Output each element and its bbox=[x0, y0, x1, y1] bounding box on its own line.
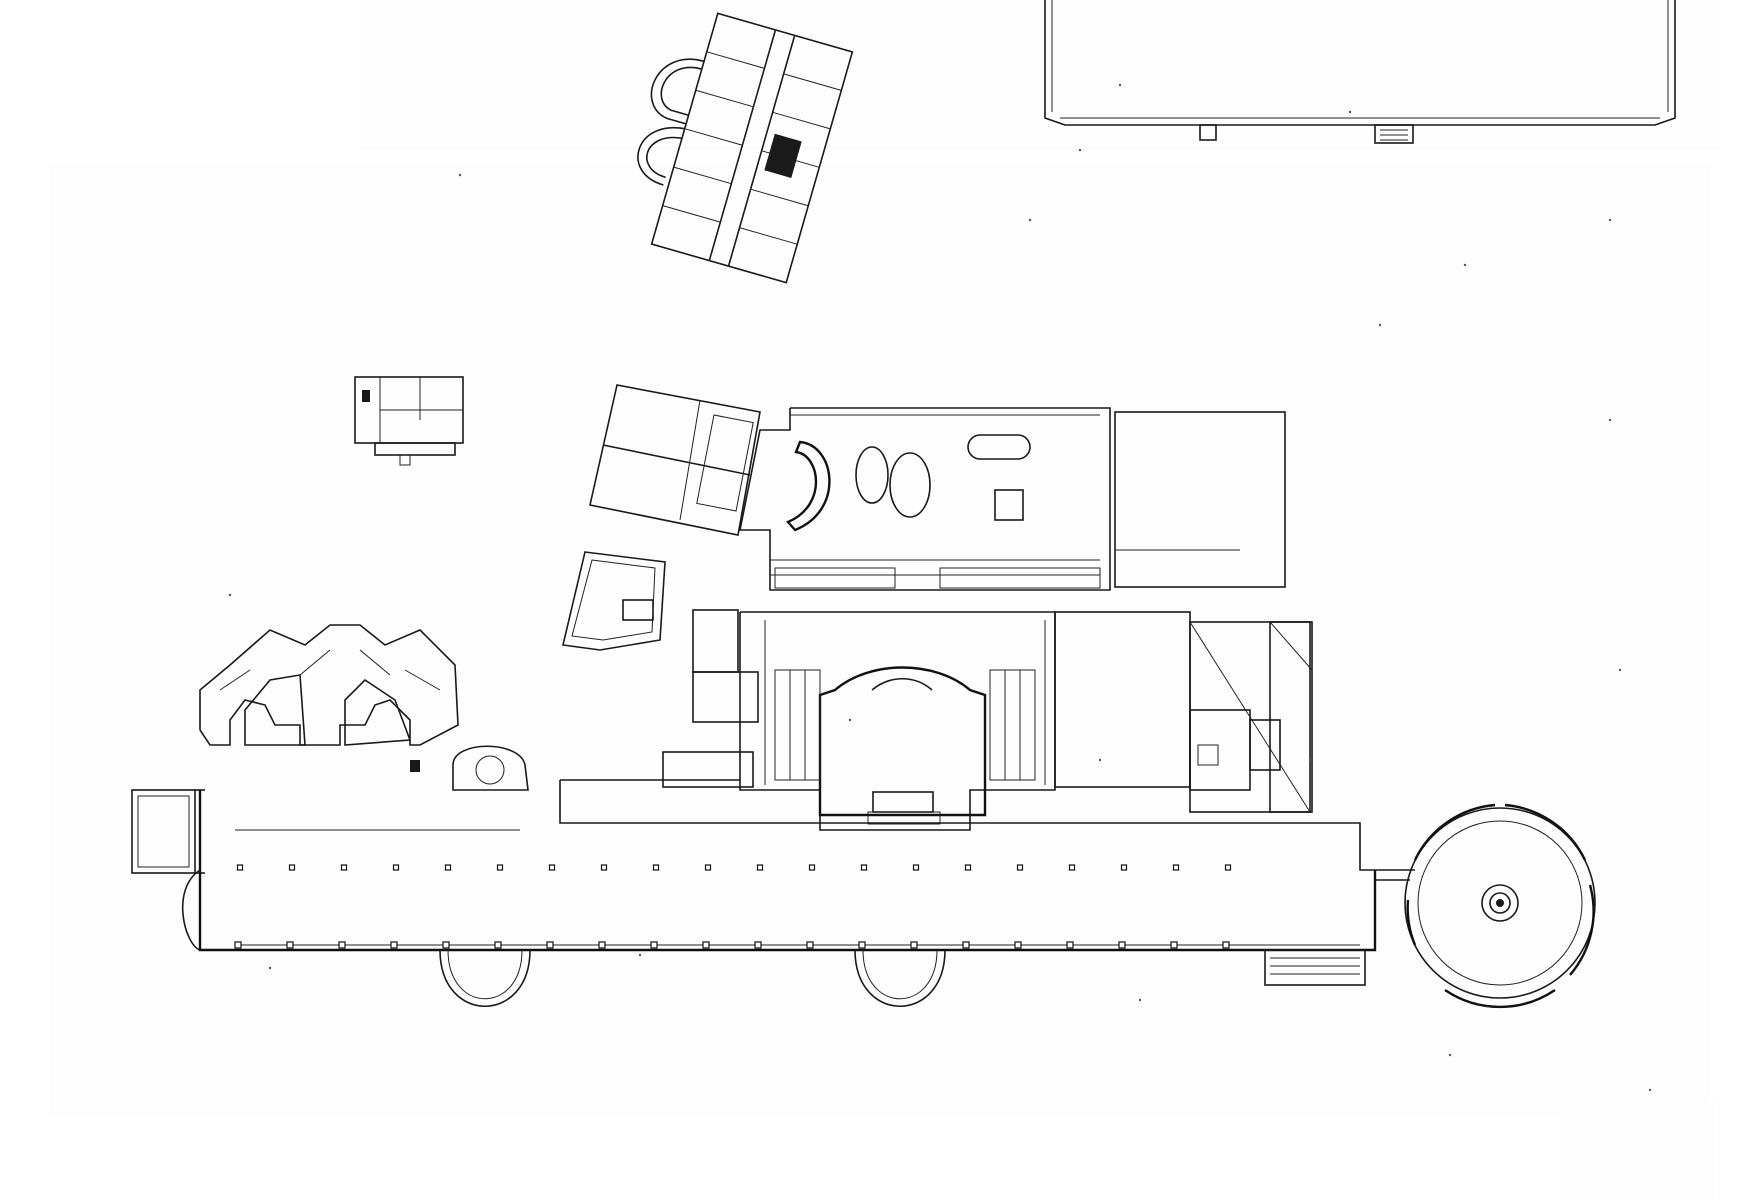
site-point bbox=[1138, 998, 1142, 1002]
column-marker bbox=[1172, 864, 1180, 871]
site-point bbox=[1118, 83, 1122, 87]
seating-left bbox=[774, 669, 821, 781]
column-marker bbox=[754, 941, 762, 949]
site-point bbox=[848, 718, 852, 722]
column-marker bbox=[442, 941, 450, 949]
column-marker bbox=[1068, 864, 1076, 871]
site-point bbox=[1078, 148, 1082, 152]
column-marker bbox=[1118, 941, 1126, 949]
column-marker bbox=[704, 864, 712, 871]
column-marker bbox=[858, 941, 866, 949]
site-point bbox=[1648, 1088, 1652, 1092]
column-marker bbox=[652, 864, 660, 871]
left-pavilion bbox=[562, 551, 666, 651]
column-marker bbox=[756, 864, 764, 871]
upper-bays bbox=[774, 567, 1101, 589]
column-marker bbox=[808, 864, 816, 871]
right-service-block bbox=[1054, 611, 1313, 813]
site-point bbox=[1608, 418, 1612, 422]
column-marker bbox=[392, 864, 400, 871]
colonnade-columns bbox=[234, 829, 1232, 949]
column-marker bbox=[236, 864, 244, 871]
site-point bbox=[268, 966, 272, 970]
site-point bbox=[1028, 218, 1032, 222]
site-point bbox=[1308, 758, 1312, 762]
column-marker bbox=[962, 941, 970, 949]
rotunda bbox=[1375, 803, 1596, 1009]
arched-bay-right bbox=[854, 949, 946, 1008]
site-point bbox=[1448, 1053, 1452, 1057]
column-marker bbox=[390, 941, 398, 949]
site-point bbox=[1098, 758, 1102, 762]
column-marker bbox=[600, 864, 608, 871]
small-villa bbox=[354, 376, 464, 466]
site-point bbox=[1608, 218, 1612, 222]
column-marker bbox=[338, 941, 346, 949]
site-point bbox=[228, 593, 232, 597]
column-marker bbox=[286, 941, 294, 949]
column-marker bbox=[912, 864, 920, 871]
column-marker bbox=[1222, 941, 1230, 949]
site-point bbox=[1463, 263, 1467, 267]
column-marker bbox=[444, 864, 452, 871]
column-marker bbox=[1016, 864, 1024, 871]
column-marker bbox=[1170, 941, 1178, 949]
central-upper-complex bbox=[589, 384, 1286, 591]
site-point bbox=[1348, 110, 1352, 114]
column-marker bbox=[598, 941, 606, 949]
column-marker bbox=[1014, 941, 1022, 949]
column-marker bbox=[496, 864, 504, 871]
column-marker bbox=[546, 941, 554, 949]
column-marker bbox=[234, 941, 242, 949]
column-marker bbox=[910, 941, 918, 949]
column-marker bbox=[548, 864, 556, 871]
column-marker bbox=[650, 941, 658, 949]
domed-kiosk bbox=[452, 745, 529, 791]
column-marker bbox=[1120, 864, 1128, 871]
rotated-dormitory bbox=[637, 12, 854, 284]
column-marker bbox=[702, 941, 710, 949]
column-marker bbox=[1066, 941, 1074, 949]
site-point bbox=[638, 953, 642, 957]
site-point bbox=[458, 173, 462, 177]
column-marker bbox=[494, 941, 502, 949]
column-marker bbox=[340, 864, 348, 871]
top-right-building bbox=[1044, 0, 1676, 144]
column-marker bbox=[806, 941, 814, 949]
column-marker bbox=[288, 864, 296, 871]
column-marker bbox=[964, 864, 972, 871]
hexagonal-residence bbox=[199, 624, 459, 772]
site-points bbox=[228, 83, 1652, 1092]
arched-bay-left bbox=[439, 949, 531, 1008]
paper-sheet bbox=[50, 0, 1720, 1200]
site-point bbox=[1378, 323, 1382, 327]
seating-right bbox=[989, 669, 1036, 781]
site-point bbox=[1618, 668, 1622, 672]
column-marker bbox=[1224, 864, 1232, 871]
column-marker bbox=[860, 864, 868, 871]
